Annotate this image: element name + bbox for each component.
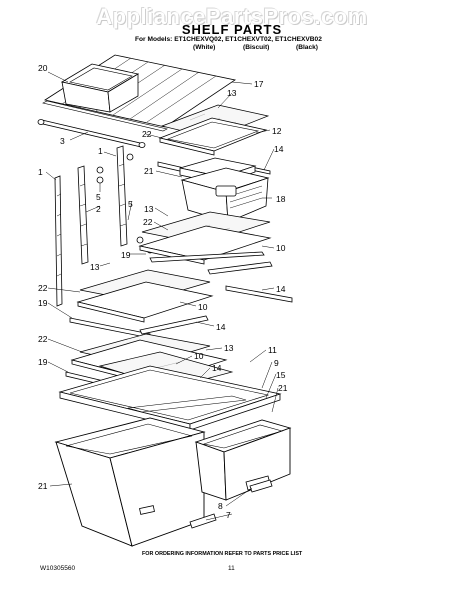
callout-22: 22 [38, 334, 48, 344]
document-number: W10305560 [40, 565, 76, 572]
shelf-basket [60, 63, 140, 113]
callout-13: 13 [224, 343, 234, 353]
callout-21: 21 [278, 383, 288, 393]
callout-2: 2 [96, 204, 101, 214]
color-label-biscuit: (Biscuit) [243, 44, 270, 51]
callout-8: 8 [218, 501, 223, 511]
callout-10: 10 [276, 243, 286, 253]
color-label-white: (White) [193, 44, 216, 51]
callout-14: 14 [212, 363, 222, 373]
callout-11: 11 [268, 345, 277, 355]
callout-22: 22 [38, 283, 48, 293]
callout-19: 19 [121, 250, 131, 260]
leader-lines [45, 71, 279, 521]
callout-5: 5 [128, 199, 133, 209]
callout-18: 18 [276, 194, 286, 204]
callout-7: 7 [226, 510, 231, 520]
callout-22: 22 [142, 129, 152, 139]
callout-20: 20 [38, 63, 48, 73]
callout-15: 15 [276, 370, 286, 380]
callout-22: 22 [143, 217, 153, 227]
callout-3: 3 [60, 136, 65, 146]
callout-12: 12 [272, 126, 282, 136]
ordering-info: FOR ORDERING INFORMATION REFER TO PARTS … [142, 551, 303, 557]
callout-19: 19 [38, 357, 48, 367]
shelf-rod [37, 119, 146, 148]
callout-9: 9 [274, 358, 279, 368]
callout-5: 5 [96, 192, 101, 202]
crisper-bin-left [54, 417, 206, 547]
callout-13: 13 [227, 88, 237, 98]
models-line: For Models: ET1CHEXVQ02, ET1CHEXVT02, ET… [135, 36, 322, 43]
glass-shelf-middle-2 [69, 269, 214, 339]
shelf-frame [158, 117, 268, 156]
callout-13: 13 [144, 204, 154, 214]
watermark: AppliancePartsPros.com [96, 4, 368, 29]
page-number: 11 [228, 565, 235, 572]
crisper-pan [179, 157, 270, 223]
callout-19: 19 [38, 298, 48, 308]
callout-13: 13 [90, 262, 100, 272]
callout-1: 1 [38, 167, 43, 177]
page-title: SHELF PARTS [181, 22, 283, 37]
callout-21: 21 [144, 166, 154, 176]
callout-14: 14 [274, 144, 284, 154]
crisper-bin-right [194, 419, 292, 501]
glass-shelf-middle-1 [138, 211, 293, 303]
callout-10: 10 [194, 351, 204, 361]
callout-21: 21 [38, 481, 48, 491]
shelf-ladder-left [54, 175, 63, 307]
callout-10: 10 [198, 302, 208, 312]
callout-14: 14 [276, 284, 286, 294]
callout-numbers: 20 17 13 3 22 12 1 1 14 21 5 18 2 5 13 2… [38, 63, 288, 520]
callout-17: 17 [254, 79, 264, 89]
callout-14: 14 [216, 322, 226, 332]
callout-1: 1 [98, 146, 103, 156]
bin-slides [189, 479, 273, 529]
crisper-cover [58, 365, 282, 431]
color-label-black: (Black) [296, 44, 318, 51]
